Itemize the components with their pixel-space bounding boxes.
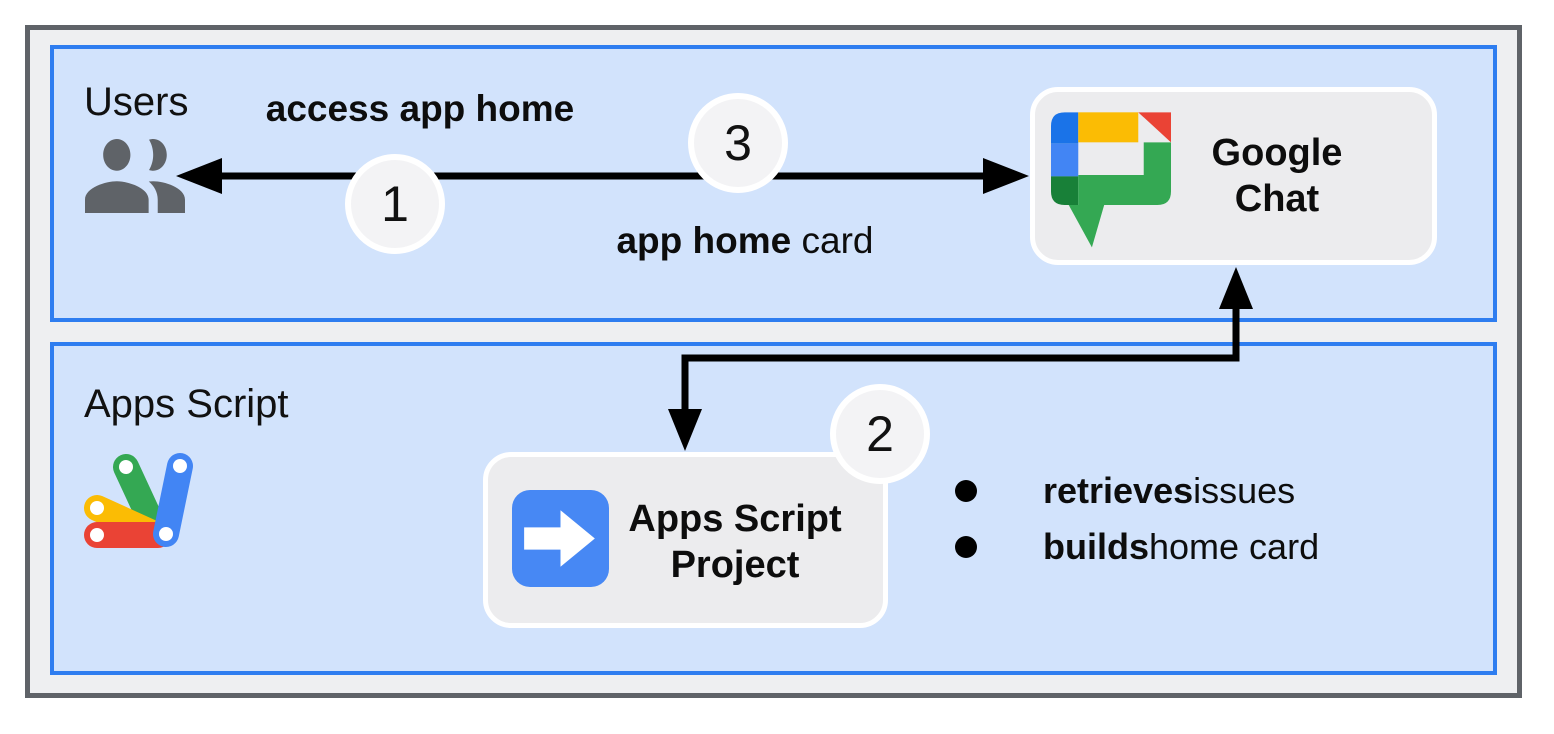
apps-script-section-label: Apps Script	[84, 382, 289, 426]
step2-bullet-list: retrieves issues builds home card	[955, 468, 1319, 580]
step-badge-2: 2	[830, 384, 930, 484]
access-app-home-label: access app home	[265, 88, 575, 129]
step-number: 2	[866, 406, 894, 462]
list-item: retrieves issues	[955, 468, 1319, 514]
app-home-card-label-rest: card	[791, 220, 874, 261]
step-number: 1	[381, 176, 409, 232]
bullet-text-bold: retrieves	[1043, 470, 1194, 511]
app-home-card-label-bold: app home	[616, 220, 792, 261]
step-badge-1: 1	[345, 154, 445, 254]
bullet-text-bold: builds	[1043, 526, 1149, 567]
step-badge-3: 3	[688, 93, 788, 193]
app-home-card-label: app home card	[575, 220, 915, 262]
right-arrow-icon	[524, 510, 595, 567]
google-chat-icon	[1051, 112, 1171, 248]
apps-script-icon	[84, 453, 193, 548]
bullet-dot	[955, 480, 977, 502]
step-number: 3	[724, 115, 752, 171]
bullet-text-rest: home card	[1149, 526, 1320, 567]
users-icon	[85, 139, 185, 213]
google-chat-title: Google Chat	[1211, 132, 1343, 220]
apps-script-project-icon	[512, 490, 609, 587]
apps-script-project-title: Apps Script Project	[628, 498, 842, 586]
bullet-dot	[955, 536, 977, 558]
list-item: builds home card	[955, 524, 1319, 570]
bullet-text-rest: issues	[1193, 470, 1296, 511]
users-section-label: Users	[84, 80, 189, 124]
